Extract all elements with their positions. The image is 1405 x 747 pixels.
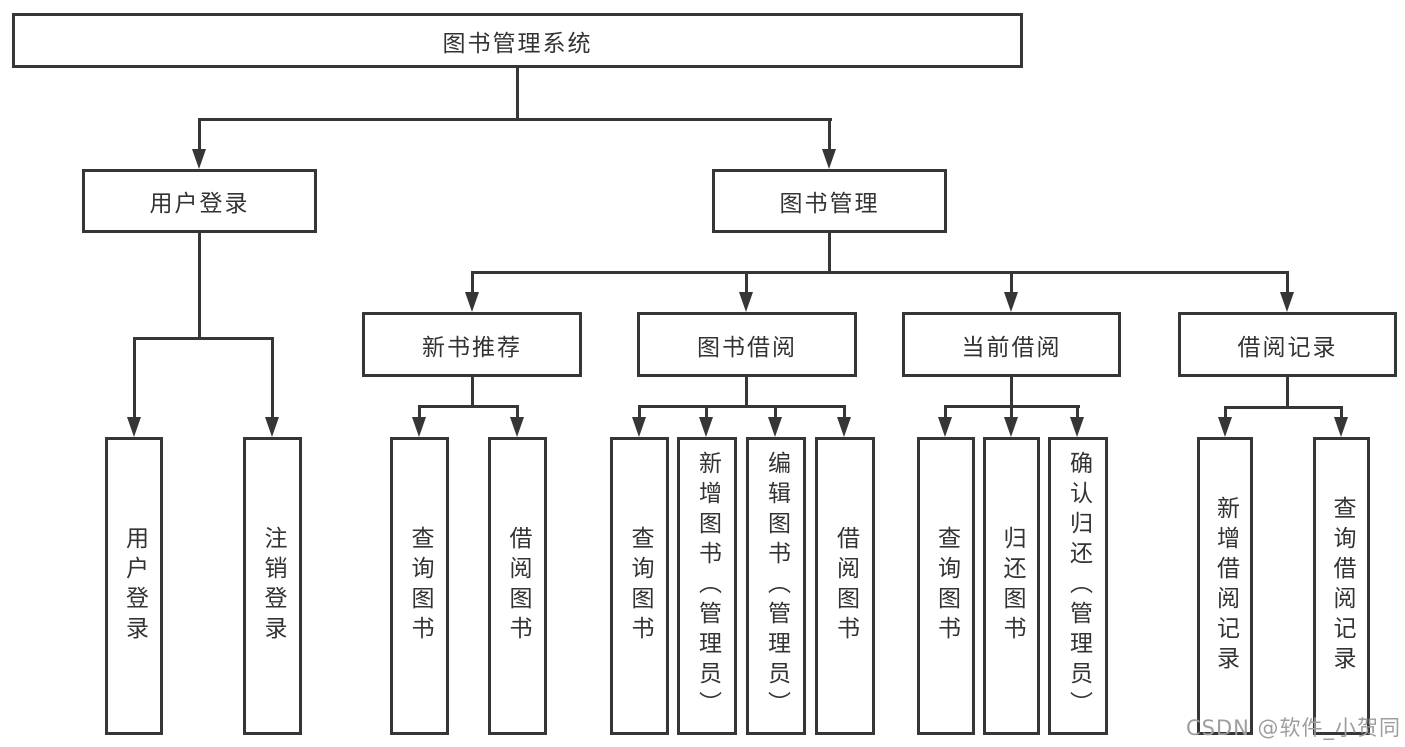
- connector-vline: [516, 405, 519, 417]
- connector-vline: [1224, 406, 1227, 417]
- arrowhead-icon: [510, 417, 524, 437]
- connector-vline: [516, 68, 519, 118]
- leaf-recommend-query-books: 查询图书: [390, 437, 449, 735]
- connector-hline: [1224, 406, 1342, 409]
- connector-vline: [198, 118, 201, 149]
- connector-vline: [705, 405, 708, 417]
- connector-vline: [843, 405, 846, 417]
- connector-vline: [1340, 406, 1343, 417]
- leaf-current-confirm-return-admin: 确认归还（管理员）: [1048, 437, 1108, 735]
- connector-vline: [271, 337, 274, 417]
- connector-vline: [1010, 377, 1013, 405]
- arrowhead-icon: [192, 149, 206, 169]
- connector-vline: [1010, 405, 1013, 417]
- leaf-borrow-add-books-admin: 新增图书（管理员）: [677, 437, 737, 735]
- arrowhead-icon: [1004, 417, 1018, 437]
- leaf-user-login: 用户登录: [105, 437, 163, 735]
- connector-hline: [638, 405, 846, 408]
- connector-vline: [1286, 271, 1289, 292]
- connector-hline: [471, 271, 1289, 274]
- arrowhead-icon: [632, 417, 646, 437]
- connector-vline: [133, 337, 136, 417]
- connector-vline: [774, 405, 777, 417]
- node-new-book-recommend: 新书推荐: [362, 312, 582, 377]
- leaf-borrow-borrow-books: 借阅图书: [815, 437, 875, 735]
- arrowhead-icon: [822, 149, 836, 169]
- arrowhead-icon: [739, 292, 753, 312]
- leaf-logout: 注销登录: [243, 437, 302, 735]
- csdn-watermark: CSDN @软件_小贺同学: [1186, 716, 1402, 747]
- node-user-login: 用户登录: [82, 169, 317, 233]
- connector-vline: [198, 233, 201, 337]
- leaf-current-query-books: 查询图书: [917, 437, 975, 735]
- connector-vline: [944, 405, 947, 417]
- arrowhead-icon: [412, 417, 426, 437]
- connector-hline: [418, 405, 519, 408]
- leaf-borrow-query-books: 查询图书: [610, 437, 669, 735]
- connector-vline: [471, 271, 474, 292]
- arrowhead-icon: [938, 417, 952, 437]
- leaf-records-add-record: 新增借阅记录: [1197, 437, 1253, 735]
- connector-vline: [745, 271, 748, 292]
- connector-vline: [828, 118, 831, 149]
- leaf-recommend-borrow-books: 借阅图书: [488, 437, 547, 735]
- arrowhead-icon: [1218, 417, 1232, 437]
- arrowhead-icon: [127, 417, 141, 437]
- connector-vline: [418, 405, 421, 417]
- connector-vline: [745, 377, 748, 405]
- connector-vline: [828, 233, 831, 271]
- arrowhead-icon: [465, 292, 479, 312]
- arrowhead-icon: [837, 417, 851, 437]
- connector-vline: [471, 377, 474, 405]
- arrowhead-icon: [1004, 292, 1018, 312]
- connector-vline: [1286, 377, 1289, 406]
- node-book-borrow: 图书借阅: [637, 312, 857, 377]
- connector-vline: [1076, 405, 1079, 417]
- leaf-borrow-edit-books-admin: 编辑图书（管理员）: [746, 437, 806, 735]
- node-book-management: 图书管理: [712, 169, 947, 233]
- arrowhead-icon: [699, 417, 713, 437]
- node-root: 图书管理系统: [12, 13, 1023, 68]
- leaf-records-query-record: 查询借阅记录: [1313, 437, 1370, 735]
- arrowhead-icon: [1070, 417, 1084, 437]
- arrowhead-icon: [1334, 417, 1348, 437]
- arrowhead-icon: [1280, 292, 1294, 312]
- leaf-current-return-books: 归还图书: [983, 437, 1040, 735]
- connector-vline: [638, 405, 641, 417]
- arrowhead-icon: [768, 417, 782, 437]
- node-current-borrow: 当前借阅: [902, 312, 1121, 377]
- node-borrow-records: 借阅记录: [1178, 312, 1397, 377]
- connector-vline: [1010, 271, 1013, 292]
- arrowhead-icon: [265, 417, 279, 437]
- connector-hline: [133, 337, 274, 340]
- connector-hline: [198, 118, 832, 121]
